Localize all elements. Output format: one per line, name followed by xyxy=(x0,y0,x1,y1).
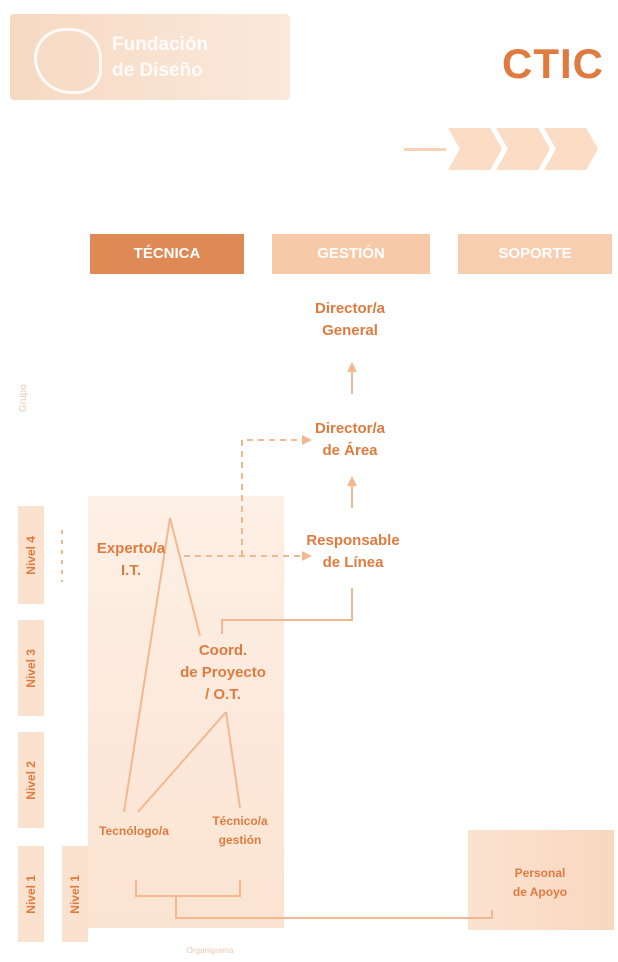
node-director-general: Director/a General xyxy=(314,300,386,339)
line-coord-tecnologo xyxy=(137,711,227,813)
node-tecnico-gestion: Técnico/a gestión xyxy=(212,814,268,847)
footer-caption: Organigrama xyxy=(186,946,234,955)
dashed-link xyxy=(241,439,302,556)
level-bar-1: Nivel 1 xyxy=(18,846,44,942)
line-responsable-coord xyxy=(221,588,353,634)
bracket xyxy=(135,880,241,897)
node-coordinador-proyecto: Coord. de Proyecto / O.T. xyxy=(180,642,266,703)
column-header-gestion: GESTIÓN xyxy=(272,234,430,274)
pyramid-edge xyxy=(169,517,201,637)
brand-acronym: CTIC xyxy=(502,40,604,87)
level-bar-3: Nivel 3 xyxy=(18,620,44,716)
node-personal-apoyo: Personal de Apoyo xyxy=(512,866,568,899)
logo-icon xyxy=(34,28,102,94)
pyramid-edge xyxy=(123,517,171,813)
node-tecnologo: Tecnólogo/a xyxy=(99,824,169,838)
column-header-tecnica: TÉCNICA xyxy=(90,234,244,274)
line-coord-tecnico xyxy=(225,711,241,809)
chevron-connector xyxy=(404,148,446,151)
node-experto-it: Experto/a I.T. xyxy=(96,540,166,579)
node-director-area: Director/a de Área xyxy=(314,420,386,459)
logo-text: Fundación de Diseño xyxy=(112,34,209,81)
level-bar-1-inner: Nivel 1 xyxy=(62,846,88,942)
tecnica-area xyxy=(88,496,284,928)
level-bar-2: Nivel 2 xyxy=(18,732,44,828)
line-to-apoyo xyxy=(175,896,493,919)
level-bar-4: Nivel 4 xyxy=(18,506,44,604)
node-responsable-linea: Responsable de Línea xyxy=(306,532,400,571)
column-header-soporte: SOPORTE xyxy=(458,234,612,274)
